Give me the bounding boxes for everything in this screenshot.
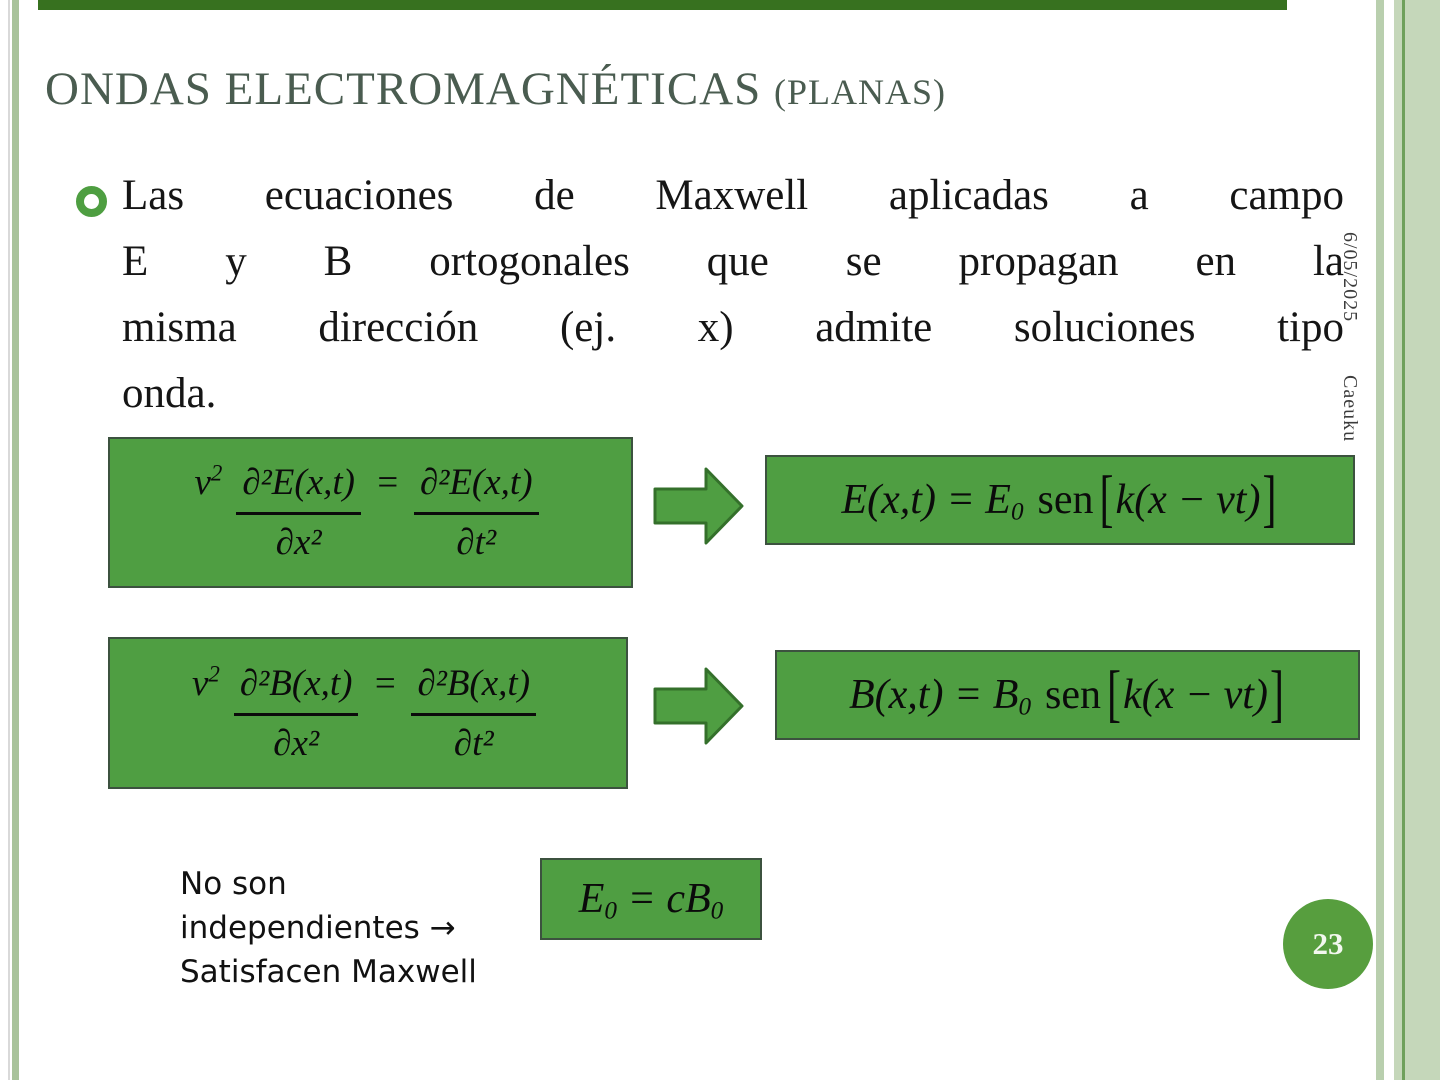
note-line: Satisfacen Maxwell	[180, 954, 477, 990]
note-line: independientes →	[180, 910, 456, 946]
note-line: No son	[180, 866, 287, 902]
slide-title-secondary: (PLANAS)	[774, 72, 947, 112]
left-green-border-line	[12, 0, 19, 1080]
slide-title: ONDAS ELECTROMAGNÉTICAS (PLANAS)	[45, 62, 946, 116]
wave-equation-B: v2∂²B(x,t)∂x²=∂²B(x,t)∂t²	[192, 662, 544, 765]
right-band-dark-line	[1402, 0, 1405, 1080]
relation-E0-cB0-box: E0 = cB0	[540, 858, 762, 940]
right-arrow-icon	[653, 666, 745, 751]
body-line: misma dirección (ej. x) admite solucione…	[122, 304, 1344, 351]
right-arrow-icon	[653, 466, 745, 551]
note-text: No son independientes → Satisfacen Maxwe…	[180, 862, 477, 994]
slide-date: 6/05/2025	[1339, 232, 1361, 323]
right-outer-green-strip	[1376, 0, 1384, 1080]
page-number: 23	[1312, 926, 1344, 961]
slide-footer: Caeuku	[1339, 375, 1361, 443]
body-line: E y B ortogonales que se propagan en la	[122, 238, 1344, 285]
slide-title-main: ONDAS ELECTROMAGNÉTICAS	[45, 63, 774, 115]
body-paragraph: Las ecuaciones de Maxwell aplicadas a ca…	[122, 163, 1344, 427]
wave-equation-B-box: v2∂²B(x,t)∂x²=∂²B(x,t)∂t²	[108, 637, 628, 789]
top-accent-bar	[38, 0, 1287, 10]
body-line: onda.	[122, 370, 217, 417]
body-line: Las ecuaciones de Maxwell aplicadas a ca…	[122, 172, 1344, 219]
wave-equation-E: v2∂²E(x,t)∂x²=∂²E(x,t)∂t²	[194, 461, 546, 564]
bullet-ring-icon	[76, 186, 107, 217]
page-number-badge: 23	[1283, 899, 1373, 989]
wave-equation-E-box: v2∂²E(x,t)∂x²=∂²E(x,t)∂t²	[108, 437, 633, 588]
right-green-band	[1394, 0, 1440, 1080]
left-gray-border-line	[8, 0, 10, 1080]
relation-equation: E0 = cB0	[578, 876, 724, 925]
